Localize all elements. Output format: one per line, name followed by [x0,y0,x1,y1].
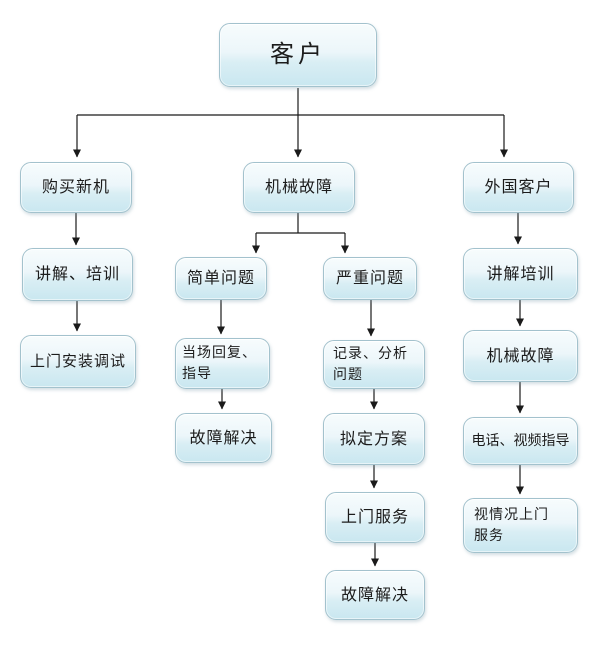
node-mechanical-failure: 机械故障 [243,162,355,213]
node-fault-resolved-mid: 故障解决 [325,570,425,620]
node-onsite-reply-guidance: 当场回复、指导 [175,338,270,389]
node-simple-problem: 简单问题 [175,257,267,300]
node-customer: 客户 [219,23,377,87]
node-explain-training-left: 讲解、培训 [22,248,133,301]
node-record-analyze-problem: 记录、分析问题 [323,340,425,389]
node-onsite-service: 上门服务 [325,492,425,543]
node-buy-new-machine: 购买新机 [20,162,132,213]
node-serious-problem: 严重问题 [323,257,417,300]
node-mechanical-failure-right: 机械故障 [463,330,578,382]
node-onsite-service-as-needed: 视情况上门服务 [463,498,578,553]
node-onsite-install-debug: 上门安装调试 [20,335,136,388]
node-phone-video-guidance: 电话、视频指导 [463,417,578,465]
node-fault-resolved-left: 故障解决 [175,413,272,463]
node-foreign-customer: 外国客户 [463,162,574,213]
node-draft-plan: 拟定方案 [323,413,425,465]
node-explain-training-right: 讲解培训 [463,248,578,300]
